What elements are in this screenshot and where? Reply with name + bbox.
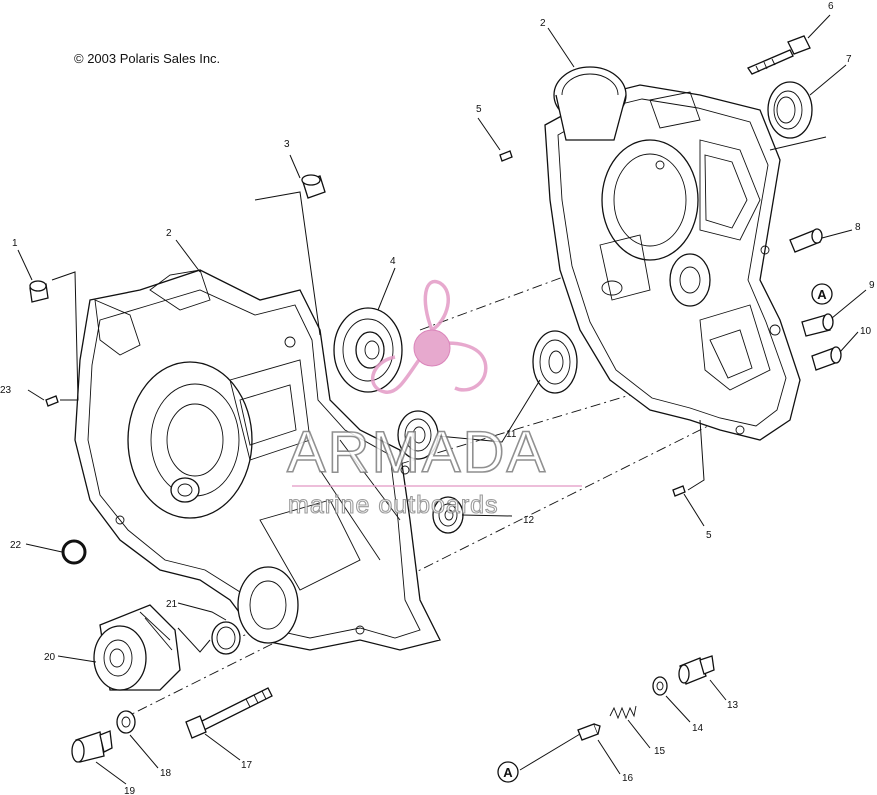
bolt-17 <box>185 687 273 739</box>
callout-5-bottom: 5 <box>706 530 712 541</box>
plunger-16 <box>577 723 601 741</box>
bearing-right <box>532 330 578 394</box>
callout-7: 7 <box>846 54 852 65</box>
callout-20: 20 <box>44 652 56 663</box>
callout-10: 10 <box>860 326 872 337</box>
leader-lines <box>17 14 867 785</box>
callout-6: 6 <box>828 1 834 12</box>
pin-5-bottom <box>672 485 686 497</box>
copyright-text: © 2003 Polaris Sales Inc. <box>74 51 220 66</box>
watermark-name: ARMADA <box>287 420 547 485</box>
callout-21: 21 <box>166 599 178 610</box>
dowel-3 <box>301 174 326 199</box>
callout-3: 3 <box>284 139 290 150</box>
callout-9: 9 <box>869 280 875 291</box>
reference-mark-a-top: A <box>811 283 833 305</box>
plug-13 <box>678 655 715 685</box>
washer-14 <box>652 676 668 696</box>
left-crankcase-half <box>74 269 441 651</box>
washer-18 <box>116 710 136 734</box>
bolt-6 <box>747 35 811 75</box>
callout-13: 13 <box>727 700 739 711</box>
callout-19: 19 <box>124 786 136 795</box>
pulley-20 <box>93 604 181 691</box>
callout-1: 1 <box>12 238 18 249</box>
callout-12: 12 <box>523 515 535 526</box>
o-ring-22 <box>61 539 87 565</box>
seal-21 <box>211 621 241 655</box>
oil-seal-7 <box>767 81 813 139</box>
dowel-8 <box>789 228 823 253</box>
callout-5-top: 5 <box>476 104 482 115</box>
armada-watermark: ARMADA marine outboards <box>286 279 582 520</box>
callout-18: 18 <box>160 768 172 779</box>
reference-mark-a-bottom: A <box>497 761 519 783</box>
svg-text:A: A <box>503 765 513 780</box>
callout-15: 15 <box>654 746 666 757</box>
callout-4: 4 <box>390 256 396 267</box>
spring-15 <box>609 705 637 720</box>
right-crankcase-half <box>544 66 801 441</box>
callout-16: 16 <box>622 773 634 784</box>
callout-11: 11 <box>506 429 517 440</box>
pin-5-top <box>499 150 513 162</box>
watermark-tagline: marine outboards <box>288 491 499 519</box>
dowel-1 <box>29 280 49 303</box>
callout-22: 22 <box>10 540 22 551</box>
fitting-10 <box>811 346 842 371</box>
callout-17: 17 <box>241 760 253 771</box>
bearing-4 <box>333 307 403 393</box>
callout-2-right: 2 <box>540 18 546 29</box>
svg-text:A: A <box>817 287 827 302</box>
drain-plug-19 <box>71 730 113 763</box>
propeller-logo-icon <box>370 279 488 394</box>
fitting-9 <box>801 313 834 337</box>
callout-23: 23 <box>0 385 12 396</box>
callout-2-left: 2 <box>166 228 172 239</box>
callout-8: 8 <box>855 222 861 233</box>
bearing-11 <box>397 410 439 460</box>
pin-23 <box>45 395 59 407</box>
callout-14: 14 <box>692 723 704 734</box>
